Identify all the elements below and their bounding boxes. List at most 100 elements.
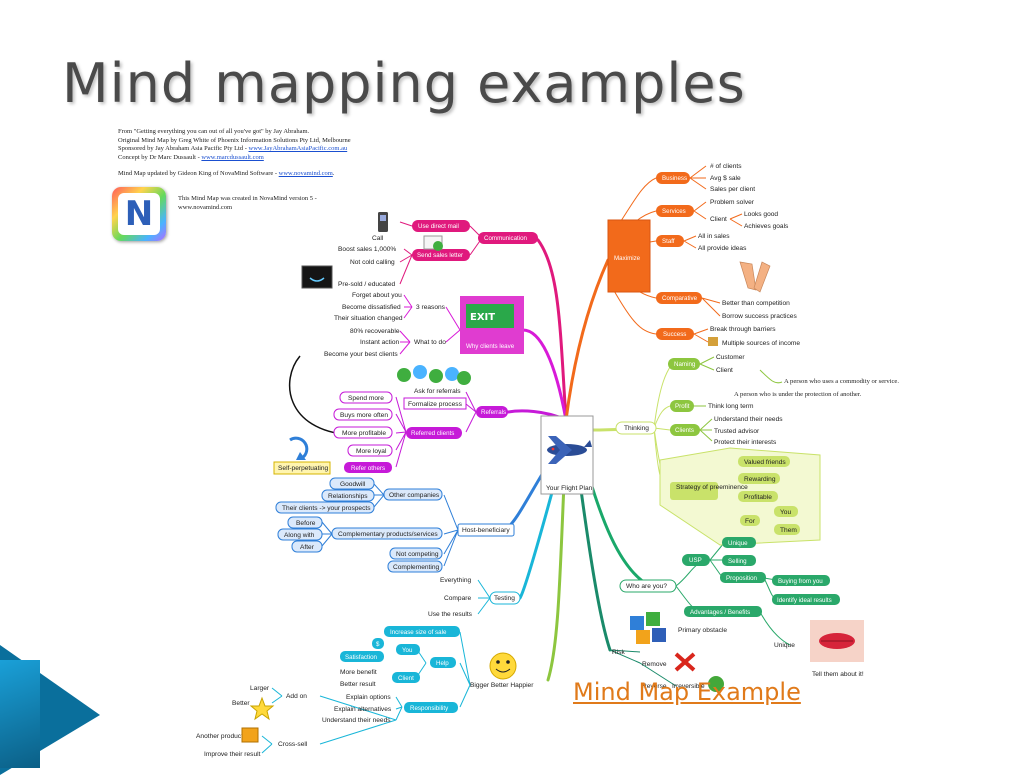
- more-profitable-label: More profitable: [342, 430, 386, 437]
- envelope-icon: [423, 235, 443, 251]
- business-node[interactable]: Business: [656, 172, 690, 184]
- them-label: Them: [780, 527, 797, 534]
- staff-node[interactable]: Staff: [656, 235, 684, 247]
- better-result-label: Better result: [340, 681, 376, 688]
- unique-node[interactable]: Unique: [722, 537, 756, 548]
- cubes-icon: [630, 612, 666, 644]
- communication-node[interactable]: Communication: [478, 232, 538, 244]
- help-node[interactable]: Help: [430, 657, 456, 668]
- boost-sales-label: Boost sales 1,000%: [338, 246, 396, 253]
- comparative-node[interactable]: Comparative: [656, 292, 702, 304]
- before-node[interactable]: Before: [287, 516, 323, 529]
- before-label: Before: [296, 520, 316, 527]
- self-perpetuating-label: Self-perpetuating: [278, 465, 329, 472]
- multiple-sources-label: Multiple sources of income: [722, 340, 800, 347]
- responsibility-node[interactable]: Responsibility: [404, 702, 458, 713]
- person-commodity-text: A person who uses a commodity or service…: [784, 378, 899, 385]
- reverse-label: Reverse: [642, 683, 667, 690]
- selling-node[interactable]: Selling: [722, 555, 756, 566]
- usp-node[interactable]: USP: [682, 554, 710, 566]
- business-label: Business: [662, 175, 687, 182]
- complementary-label: Complementary products/services: [338, 531, 438, 538]
- problem-solver-label: Problem solver: [710, 199, 755, 206]
- who-are-you-node[interactable]: Who are you?: [619, 579, 677, 593]
- complementing-node[interactable]: Complementing: [387, 560, 443, 573]
- larger-label: Larger: [250, 685, 270, 692]
- along-with-node[interactable]: Along with: [277, 528, 323, 541]
- after-node[interactable]: After: [291, 540, 323, 553]
- self-perpetuating-node[interactable]: Self-perpetuating: [273, 461, 331, 475]
- more-loyal-node[interactable]: More loyal: [347, 444, 393, 457]
- identify-ideal-node[interactable]: Identify ideal results: [772, 594, 840, 605]
- mind-map-example-link[interactable]: Mind Map Example: [573, 678, 801, 706]
- maximize-label: Maximize: [614, 255, 641, 262]
- naming-label: Naming: [674, 361, 696, 368]
- for-node[interactable]: For: [740, 515, 760, 526]
- refer-others-node[interactable]: Refer others: [344, 462, 392, 473]
- client-label-help: Client: [398, 675, 414, 682]
- unique-label: Unique: [728, 540, 748, 547]
- success-node[interactable]: Success: [656, 328, 694, 340]
- complementary-node[interactable]: Complementary products/services: [331, 527, 443, 540]
- exit-sign-icon: EXIT: [466, 304, 514, 328]
- relationships-label: Relationships: [328, 493, 368, 500]
- you-node-help[interactable]: You: [396, 644, 420, 655]
- num-clients-label: # of clients: [710, 163, 742, 170]
- center-node[interactable]: Your Flight Plan: [540, 415, 594, 495]
- marc-dussault-link[interactable]: www.marcdussault.com: [201, 153, 264, 161]
- novamind-note-link[interactable]: www.novamind.com: [178, 203, 233, 211]
- thinking-node[interactable]: Thinking: [615, 421, 657, 435]
- client-node-help[interactable]: Client: [392, 672, 420, 683]
- understand-needs-label: Understand their needs: [714, 416, 783, 423]
- maximize-node[interactable]: Maximize: [607, 219, 651, 293]
- strategy-node[interactable]: Strategy of preeminence: [670, 482, 748, 500]
- use-direct-mail-node[interactable]: Use direct mail: [412, 220, 470, 232]
- buying-from-you-node[interactable]: Buying from you: [772, 575, 830, 586]
- referrals-node[interactable]: Referrals: [476, 406, 508, 418]
- buys-more-often-node[interactable]: Buys more often: [333, 408, 393, 421]
- relationships-node[interactable]: Relationships: [321, 489, 375, 502]
- not-competing-node[interactable]: Not competing: [389, 547, 443, 560]
- add-on-label: Add on: [286, 693, 307, 700]
- send-sales-letter-node[interactable]: Send sales letter: [412, 249, 470, 261]
- them-node[interactable]: Them: [774, 524, 800, 535]
- more-loyal-label: More loyal: [356, 448, 387, 455]
- services-node[interactable]: Services: [656, 205, 694, 217]
- after-label: After: [300, 544, 315, 551]
- clapping-hands-icon: [739, 261, 771, 293]
- unique-advantage-label: Unique: [774, 642, 795, 649]
- all-provide-ideas-label: All provide ideas: [698, 245, 747, 252]
- naming-node[interactable]: Naming: [668, 358, 700, 370]
- referred-clients-node[interactable]: Referred clients: [406, 427, 462, 439]
- satisfaction-node[interactable]: Satisfaction: [340, 651, 384, 662]
- you-node-thinking[interactable]: You: [774, 506, 798, 517]
- think-long-term-label: Think long term: [708, 403, 754, 410]
- goodwill-node[interactable]: Goodwill: [329, 477, 375, 490]
- host-beneficiary-node[interactable]: Host-beneficiary: [457, 523, 515, 537]
- borrow-success-label: Borrow success practices: [722, 313, 797, 320]
- more-profitable-node[interactable]: More profitable: [333, 426, 393, 439]
- increase-size-node[interactable]: Increase size of sale: [384, 626, 460, 637]
- spend-more-node[interactable]: Spend more: [339, 391, 393, 404]
- more-benefit-label: More benefit: [340, 669, 377, 676]
- rewarding-node[interactable]: Rewarding: [738, 473, 780, 484]
- selling-label: Selling: [728, 558, 747, 565]
- dollar-node[interactable]: $: [372, 638, 384, 649]
- valued-friends-node[interactable]: Valued friends: [738, 456, 790, 467]
- advantages-node[interactable]: Advantages / Benefits: [684, 606, 762, 617]
- profitable-node[interactable]: Profitable: [738, 491, 778, 502]
- jay-abraham-link[interactable]: www.JayAbrahamAsiaPacific.com.au: [248, 145, 348, 153]
- profit-node[interactable]: Profit: [670, 400, 694, 412]
- formalize-process-node[interactable]: Formalize process: [403, 397, 467, 410]
- clients-node[interactable]: Clients: [670, 424, 700, 436]
- other-companies-node[interactable]: Other companies: [383, 488, 443, 501]
- slide-title: Mind mapping examples: [62, 52, 746, 115]
- their-clients-node[interactable]: Their clients -> your prospects: [275, 501, 375, 514]
- profitable-label: Profitable: [744, 494, 772, 501]
- laptop-icon: [301, 265, 333, 289]
- buying-from-you-label: Buying from you: [778, 578, 823, 585]
- pre-sold-label: Pre-sold / educated: [338, 281, 396, 288]
- novamind-link[interactable]: www.novamind.com: [278, 170, 333, 178]
- proposition-node[interactable]: Proposition: [720, 572, 766, 583]
- testing-node[interactable]: Testing: [489, 591, 521, 605]
